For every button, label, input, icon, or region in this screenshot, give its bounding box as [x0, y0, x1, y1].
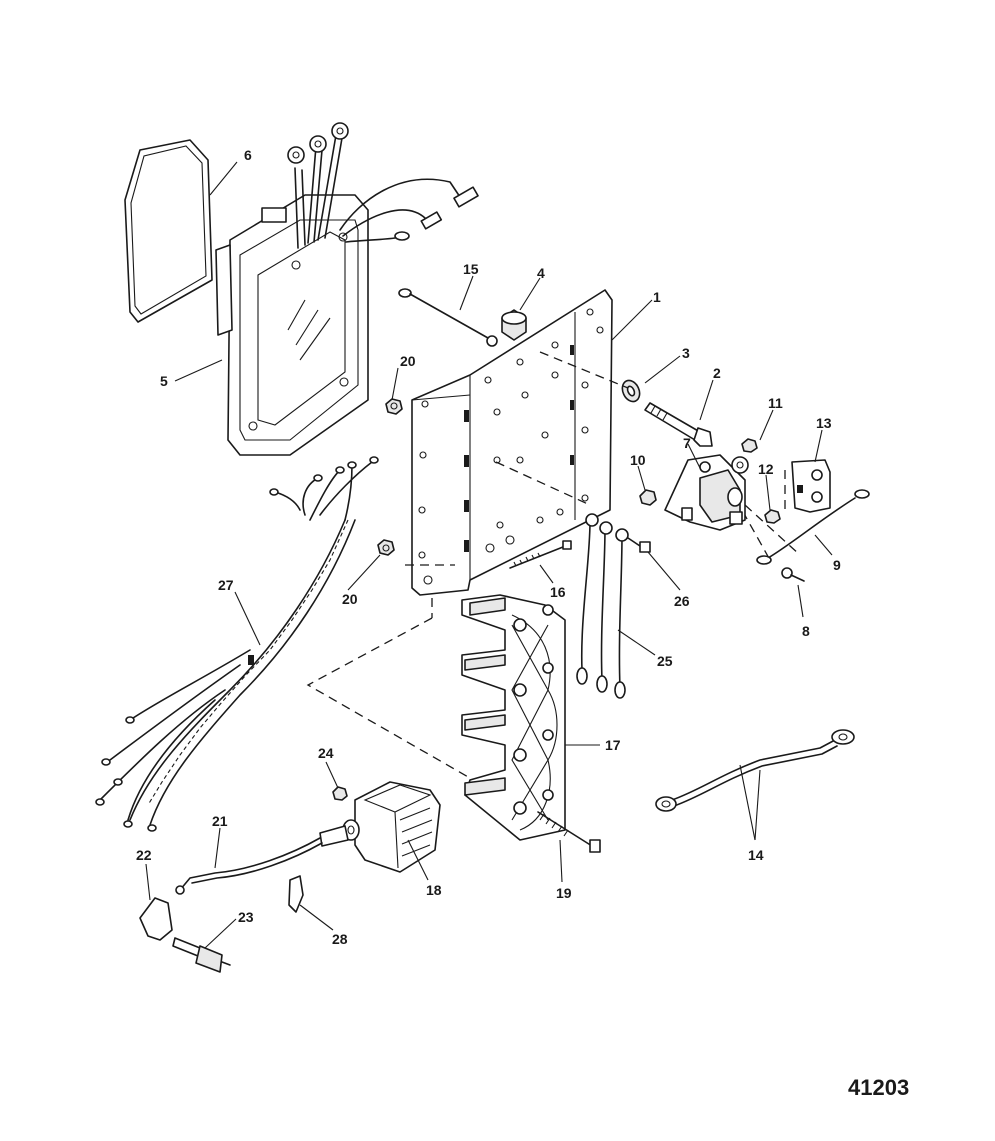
- callout-13: 13: [816, 415, 832, 431]
- bolt-part-2: [644, 402, 713, 447]
- solenoid-part-7: [664, 454, 749, 531]
- callout-23: 23: [238, 909, 254, 925]
- spark-plug-boot-part-22: [139, 897, 173, 941]
- callout-14: 14: [748, 847, 764, 863]
- nut-part-12: [764, 509, 781, 524]
- bolt-part-19: [537, 811, 601, 853]
- callout-21: 21: [212, 813, 228, 829]
- coil-bracket-part-17: [461, 594, 566, 841]
- callout-15: 15: [463, 261, 479, 277]
- callout-8: 8: [802, 623, 810, 639]
- drawing-number: 41203: [848, 1075, 909, 1100]
- callout-3: 3: [682, 345, 690, 361]
- callout-11: 11: [768, 395, 783, 411]
- nut-part-10: [639, 489, 657, 506]
- callout-10: 10: [630, 452, 646, 468]
- ignition-coil-part-18: [342, 781, 441, 873]
- callout-19: 19: [556, 885, 572, 901]
- spark-plug-part-23: [172, 937, 231, 973]
- mounting-plate-part-1: [411, 289, 613, 596]
- nut-part-11: [741, 438, 758, 453]
- spark-plug-lead-part-21: [175, 825, 349, 895]
- callout-12: 12: [758, 461, 774, 477]
- wire-harness-part-27: [95, 456, 379, 832]
- spacer-part-4: [501, 309, 527, 341]
- washer-part-3: [621, 379, 641, 403]
- callout-26: 26: [674, 593, 690, 609]
- callout-9: 9: [833, 557, 841, 573]
- callout-25: 25: [657, 653, 673, 669]
- gasket-part-6: [124, 139, 213, 323]
- callout-28: 28: [332, 931, 348, 947]
- callout-4: 4: [537, 265, 545, 281]
- callout-1: 1: [653, 289, 661, 305]
- callout-27: 27: [218, 577, 234, 593]
- callout-labels: 6 5 15 4 1 3 2 20 11 13 7 10 12 9 8 26 1…: [136, 147, 841, 947]
- alignment-lines: [306, 351, 801, 779]
- callout-6: 6: [244, 147, 252, 163]
- clip-part-28: [288, 875, 304, 913]
- callout-20-lower: 20: [342, 591, 358, 607]
- callout-5: 5: [160, 373, 168, 389]
- screw-part-16: [509, 540, 572, 569]
- nut-part-20-lower: [377, 539, 395, 556]
- battery-cable-part-14: [655, 729, 855, 812]
- callout-17: 17: [605, 737, 621, 753]
- callout-24: 24: [318, 745, 334, 761]
- callout-2: 2: [713, 365, 721, 381]
- bolt-part-26: [627, 537, 651, 553]
- leader-lines: [145, 161, 833, 949]
- ground-leads-part-25: [576, 513, 629, 699]
- cable-part-9: [756, 489, 870, 565]
- nut-part-24: [332, 786, 348, 801]
- callout-16: 16: [550, 584, 566, 600]
- callout-22: 22: [136, 847, 152, 863]
- screw-part-8: [781, 567, 805, 582]
- terminal-block-part-13: [784, 459, 831, 515]
- nut-part-20-upper: [385, 398, 403, 415]
- switch-box-part-5: [215, 122, 479, 456]
- callout-7: 7: [683, 435, 691, 451]
- ground-lead-part-15: [398, 288, 498, 347]
- callout-18: 18: [426, 882, 442, 898]
- callout-20-upper: 20: [400, 353, 416, 369]
